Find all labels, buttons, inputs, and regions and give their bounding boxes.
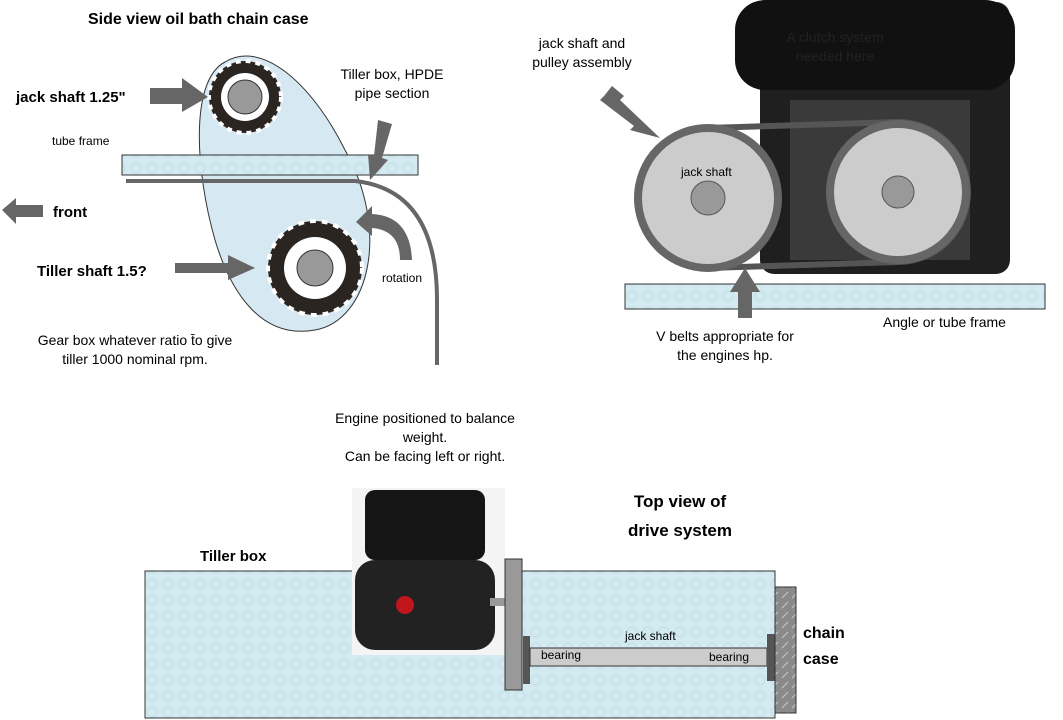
label-line: jack shaft and bbox=[538, 35, 626, 51]
label-line: Top view of bbox=[633, 492, 727, 511]
angle-frame bbox=[624, 283, 1046, 310]
top-view-title: Top view of drive system bbox=[590, 488, 770, 546]
label-tiller-box-pipe: Tiller box, HPDE pipe section bbox=[322, 65, 462, 103]
bearing-left bbox=[523, 636, 530, 684]
label-chain-case: chain case bbox=[803, 621, 845, 672]
upper-sprocket-icon bbox=[207, 59, 283, 135]
label-line: pipe section bbox=[354, 84, 430, 101]
label-bearing-right: bearing bbox=[709, 650, 750, 664]
tube-frame bbox=[121, 154, 419, 176]
label-v-belts: V belts appropriate for the engines hp. bbox=[630, 327, 820, 365]
label-line: pulley assembly bbox=[532, 53, 632, 70]
label-rotation: rotation bbox=[382, 271, 423, 285]
label-gear-box: Gear box whatever ratio t̄o give tiller 1… bbox=[10, 331, 260, 369]
hpde-pipe bbox=[126, 179, 439, 365]
label-bearing-left: bearing bbox=[541, 648, 582, 662]
label-tiller-shaft: Tiller shaft 1.5? bbox=[37, 263, 147, 280]
label-angle-frame: Angle or tube frame bbox=[883, 314, 1006, 330]
arrow-front bbox=[2, 198, 43, 224]
label-line: case bbox=[803, 650, 839, 668]
label-jack-pulley: jack shaft and pulley assembly bbox=[522, 34, 642, 72]
label-line: Engine positioned to balance bbox=[335, 410, 515, 426]
arrow-jack-shaft bbox=[150, 78, 208, 112]
label-line: the engines hp. bbox=[677, 346, 773, 363]
bearing-right bbox=[767, 634, 775, 681]
arrow-tiller-shaft bbox=[175, 255, 255, 280]
chain-case-plate bbox=[774, 586, 797, 714]
label-clutch: A clutch system needed here bbox=[770, 28, 900, 66]
label-jack-shaft: jack shaft 1.25" bbox=[16, 89, 126, 106]
label-engine-position: Engine positioned to balance weight. Can b… bbox=[300, 409, 550, 466]
label-front: front bbox=[53, 204, 88, 221]
label-jack-shaft-pulley: jack shaft bbox=[681, 165, 732, 179]
arrow-v-belt bbox=[730, 268, 760, 318]
side-view-title: Side view oil bath chain case bbox=[88, 11, 309, 28]
rotation-arrow bbox=[356, 206, 412, 260]
label-line: drive system bbox=[628, 520, 732, 540]
label-line: chain bbox=[803, 625, 845, 642]
label-line: tiller 1000 nominal rpm. bbox=[62, 350, 208, 367]
label-line: A clutch system bbox=[786, 29, 884, 45]
label-tube-frame: tube frame bbox=[52, 134, 110, 148]
label-line: weight. bbox=[402, 428, 448, 445]
label-line: V belts appropriate for bbox=[656, 328, 794, 344]
arrow-tiller-box bbox=[368, 120, 392, 180]
lower-sprocket-icon bbox=[266, 219, 364, 317]
label-tiller-box: Tiller box bbox=[200, 548, 267, 565]
label-line: Gear box whatever ratio t̄o give bbox=[37, 332, 233, 348]
arrow-jack-pulley bbox=[600, 86, 660, 138]
label-line: Tiller box, HPDE bbox=[340, 66, 444, 82]
label-line: needed here bbox=[795, 47, 875, 64]
pulley-plate bbox=[504, 558, 523, 691]
label-line: Can be facing left or right. bbox=[344, 447, 506, 464]
label-jack-shaft-top: jack shaft bbox=[625, 629, 676, 643]
